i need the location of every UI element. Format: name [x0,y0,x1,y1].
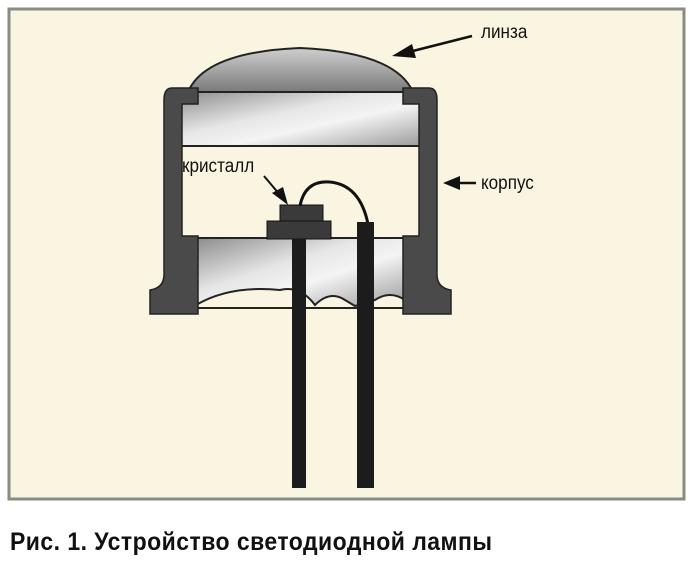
lens-label: линза [481,22,528,43]
crystal-top [279,204,324,223]
figure-caption: Рис. 1. Устройство светодиодной лампы [10,528,493,556]
housing-left-wall [149,87,199,315]
housing-arrow [443,176,476,190]
crystal-label: кристалл [182,156,255,177]
lens-arrow [392,34,473,58]
housing-right-wall [402,87,452,315]
crystal-base [266,220,332,240]
lens-dome [186,46,415,93]
upper-glass [177,91,424,147]
crystal-arrow [263,175,288,205]
right-lead [357,222,374,488]
bond-wire [298,180,370,225]
housing-label: корпус [481,173,534,194]
left-lead [292,239,306,488]
